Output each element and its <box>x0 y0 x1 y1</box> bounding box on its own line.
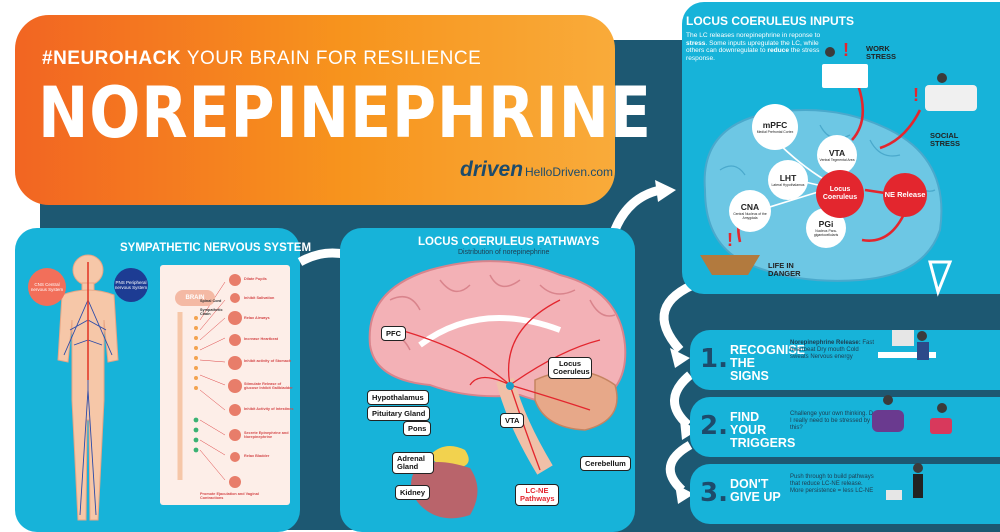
desc-part: . Some inputs upregulate the LC, while o… <box>686 39 819 55</box>
node-subtext: Nucleus Para-gigantocellularis <box>813 229 839 237</box>
effect-label: Stimulate Release of glucose Inhibit Gal… <box>244 382 293 390</box>
effect-label: Inhibit activity of Stomach <box>244 359 292 363</box>
node-name: LHT <box>779 173 797 183</box>
step-text-body: Fast heartbeat Dry mouth Cold sweats Ner… <box>790 340 875 360</box>
effect-label: Promote Ejaculation and Vaginal Contract… <box>200 492 259 500</box>
svg-text:!: ! <box>843 40 849 60</box>
node-name: VTA <box>828 148 846 158</box>
effect-label: Secrete Epinephrine and Norepinephrine <box>244 431 289 439</box>
step-number: 3. <box>700 478 728 508</box>
brain-tag: BRAIN <box>175 290 215 306</box>
social-stress-label: SOCIAL STRESS <box>930 131 961 148</box>
label-cerebellum: Cerebellum <box>580 456 631 471</box>
svg-text:!: ! <box>913 85 919 105</box>
node-name: PGi <box>818 219 834 229</box>
step-text: Norepinephrine Release: Fast heartbeat D… <box>790 340 878 360</box>
node-name: CNA <box>740 202 760 212</box>
work-stress-label: WORK STRESS <box>866 44 897 61</box>
step-text: Challenge your own thinking. Do I really… <box>790 411 877 431</box>
lcp-title: LOCUS COERULEUS PATHWAYS <box>418 236 600 248</box>
step-card-dont-give-up: 3. DON'T GIVE UP Push through to build p… <box>690 464 1000 524</box>
work-desk-illustration <box>822 47 868 88</box>
step-card-recognise: 1. RECOGNISE THE SIGNS Norepinephrine Re… <box>690 330 1000 390</box>
lcp-subtitle: Distribution of norepinephrine <box>458 249 550 256</box>
node-name: Locus Coeruleus <box>822 186 858 201</box>
node-subtext: Medial Prefrontal Cortex <box>756 130 794 134</box>
label-pituitary-gland: Pituitary Gland <box>367 406 431 421</box>
label-hypothalamus: Hypothalamus <box>367 390 429 405</box>
ne-pathway-lines <box>399 299 601 471</box>
therapy-illustration <box>872 395 952 434</box>
label-adrenal-gland: Adrenal Gland <box>392 452 434 474</box>
desc-part: the stress response. <box>686 47 820 62</box>
brand-url[interactable]: HelloDriven.com <box>525 165 614 179</box>
exclaim-marks: !!! <box>727 40 919 250</box>
sns-title: SYMPATHETIC NERVOUS SYSTEM <box>120 242 312 254</box>
label-pfc: PFC <box>381 326 406 341</box>
vta-marker <box>506 382 514 390</box>
boat-shape <box>700 255 760 275</box>
brand-logo: driven <box>460 158 524 181</box>
step-text-bold: Norepinephrine Release: <box>790 340 861 346</box>
life-in-danger-label: LIFE IN DANGER <box>768 261 801 278</box>
lci-description: The LC releases norepinephrine in repons… <box>686 32 836 62</box>
effect-label: Dilate Pupils <box>244 277 267 281</box>
push-illustration <box>886 463 923 500</box>
effect-label: Inhibit Activity of Intestines <box>244 407 294 411</box>
step-text: Push through to build pathways that redu… <box>790 474 874 494</box>
subtitle: YOUR BRAIN FOR RESILIENCE <box>186 48 482 69</box>
kidney-shape <box>411 461 478 519</box>
hashtag-line: #NEUROHACK YOUR BRAIN FOR RESILIENCE <box>42 48 481 70</box>
pns-bubble: PNS Peripheral nervous System <box>114 268 148 302</box>
effect-label: Relax Bladder <box>244 454 270 458</box>
brain-gyri <box>384 274 616 351</box>
label-vta: VTA <box>500 413 525 428</box>
desk-person-illustration <box>878 330 936 360</box>
node-name: NE Release <box>884 190 926 199</box>
hashtag: #NEUROHACK <box>42 48 182 69</box>
step-title: RECOGNISE THE SIGNS <box>730 343 806 383</box>
effect-label: Relax Airways <box>244 316 270 320</box>
sympathetic-chain-label: Sympathetic Chain <box>200 308 223 316</box>
desc-bold: stress <box>686 39 706 47</box>
node-subtext: Lateral Hypothalamus <box>771 183 805 187</box>
node-subtext: Ventral Tegmental Area <box>819 158 855 162</box>
spine-dots-green <box>193 417 199 453</box>
label-kidney: Kidney <box>395 485 431 500</box>
node-name: mPFC <box>762 120 788 130</box>
svg-text:!: ! <box>727 230 733 250</box>
label-pons: Pons <box>403 421 432 436</box>
logo-mark <box>928 260 953 297</box>
step-number: 1. <box>700 344 728 374</box>
label-locus-coeruleus: Locus Coeruleus <box>548 357 592 379</box>
title-banner <box>15 15 615 205</box>
effect-label: Inhibit Salivation <box>244 296 275 300</box>
spine-dots <box>194 316 198 390</box>
sofa-illustration <box>925 73 977 111</box>
node-locus-coeruleus: Locus Coeruleus <box>816 170 864 218</box>
desc-part: The LC releases norepinephrine in repons… <box>686 32 821 39</box>
label-lc-ne-pathways: LC-NE Pathways <box>515 484 559 506</box>
step-title: DON'T GIVE UP <box>730 477 781 504</box>
cns-bubble: CNS Central nervous System <box>28 268 66 306</box>
desc-bold: reduce <box>767 47 790 55</box>
corpus-callosum <box>418 315 562 348</box>
organ-icons <box>228 274 242 488</box>
effect-label: Increase Heartbeat <box>244 337 278 341</box>
step-title: FIND YOUR TRIGGERS <box>730 410 796 450</box>
lci-title: LOCUS COERULEUS INPUTS <box>686 14 855 28</box>
node-subtext: Central Nucleus of the Amygdala <box>733 212 767 220</box>
spinal-cord-label: Spinal Cord <box>200 299 222 303</box>
node-ne-release: NE Release <box>883 173 927 217</box>
page-title: NOREPINEPHRINE <box>38 72 652 154</box>
step-number: 2. <box>700 411 728 441</box>
